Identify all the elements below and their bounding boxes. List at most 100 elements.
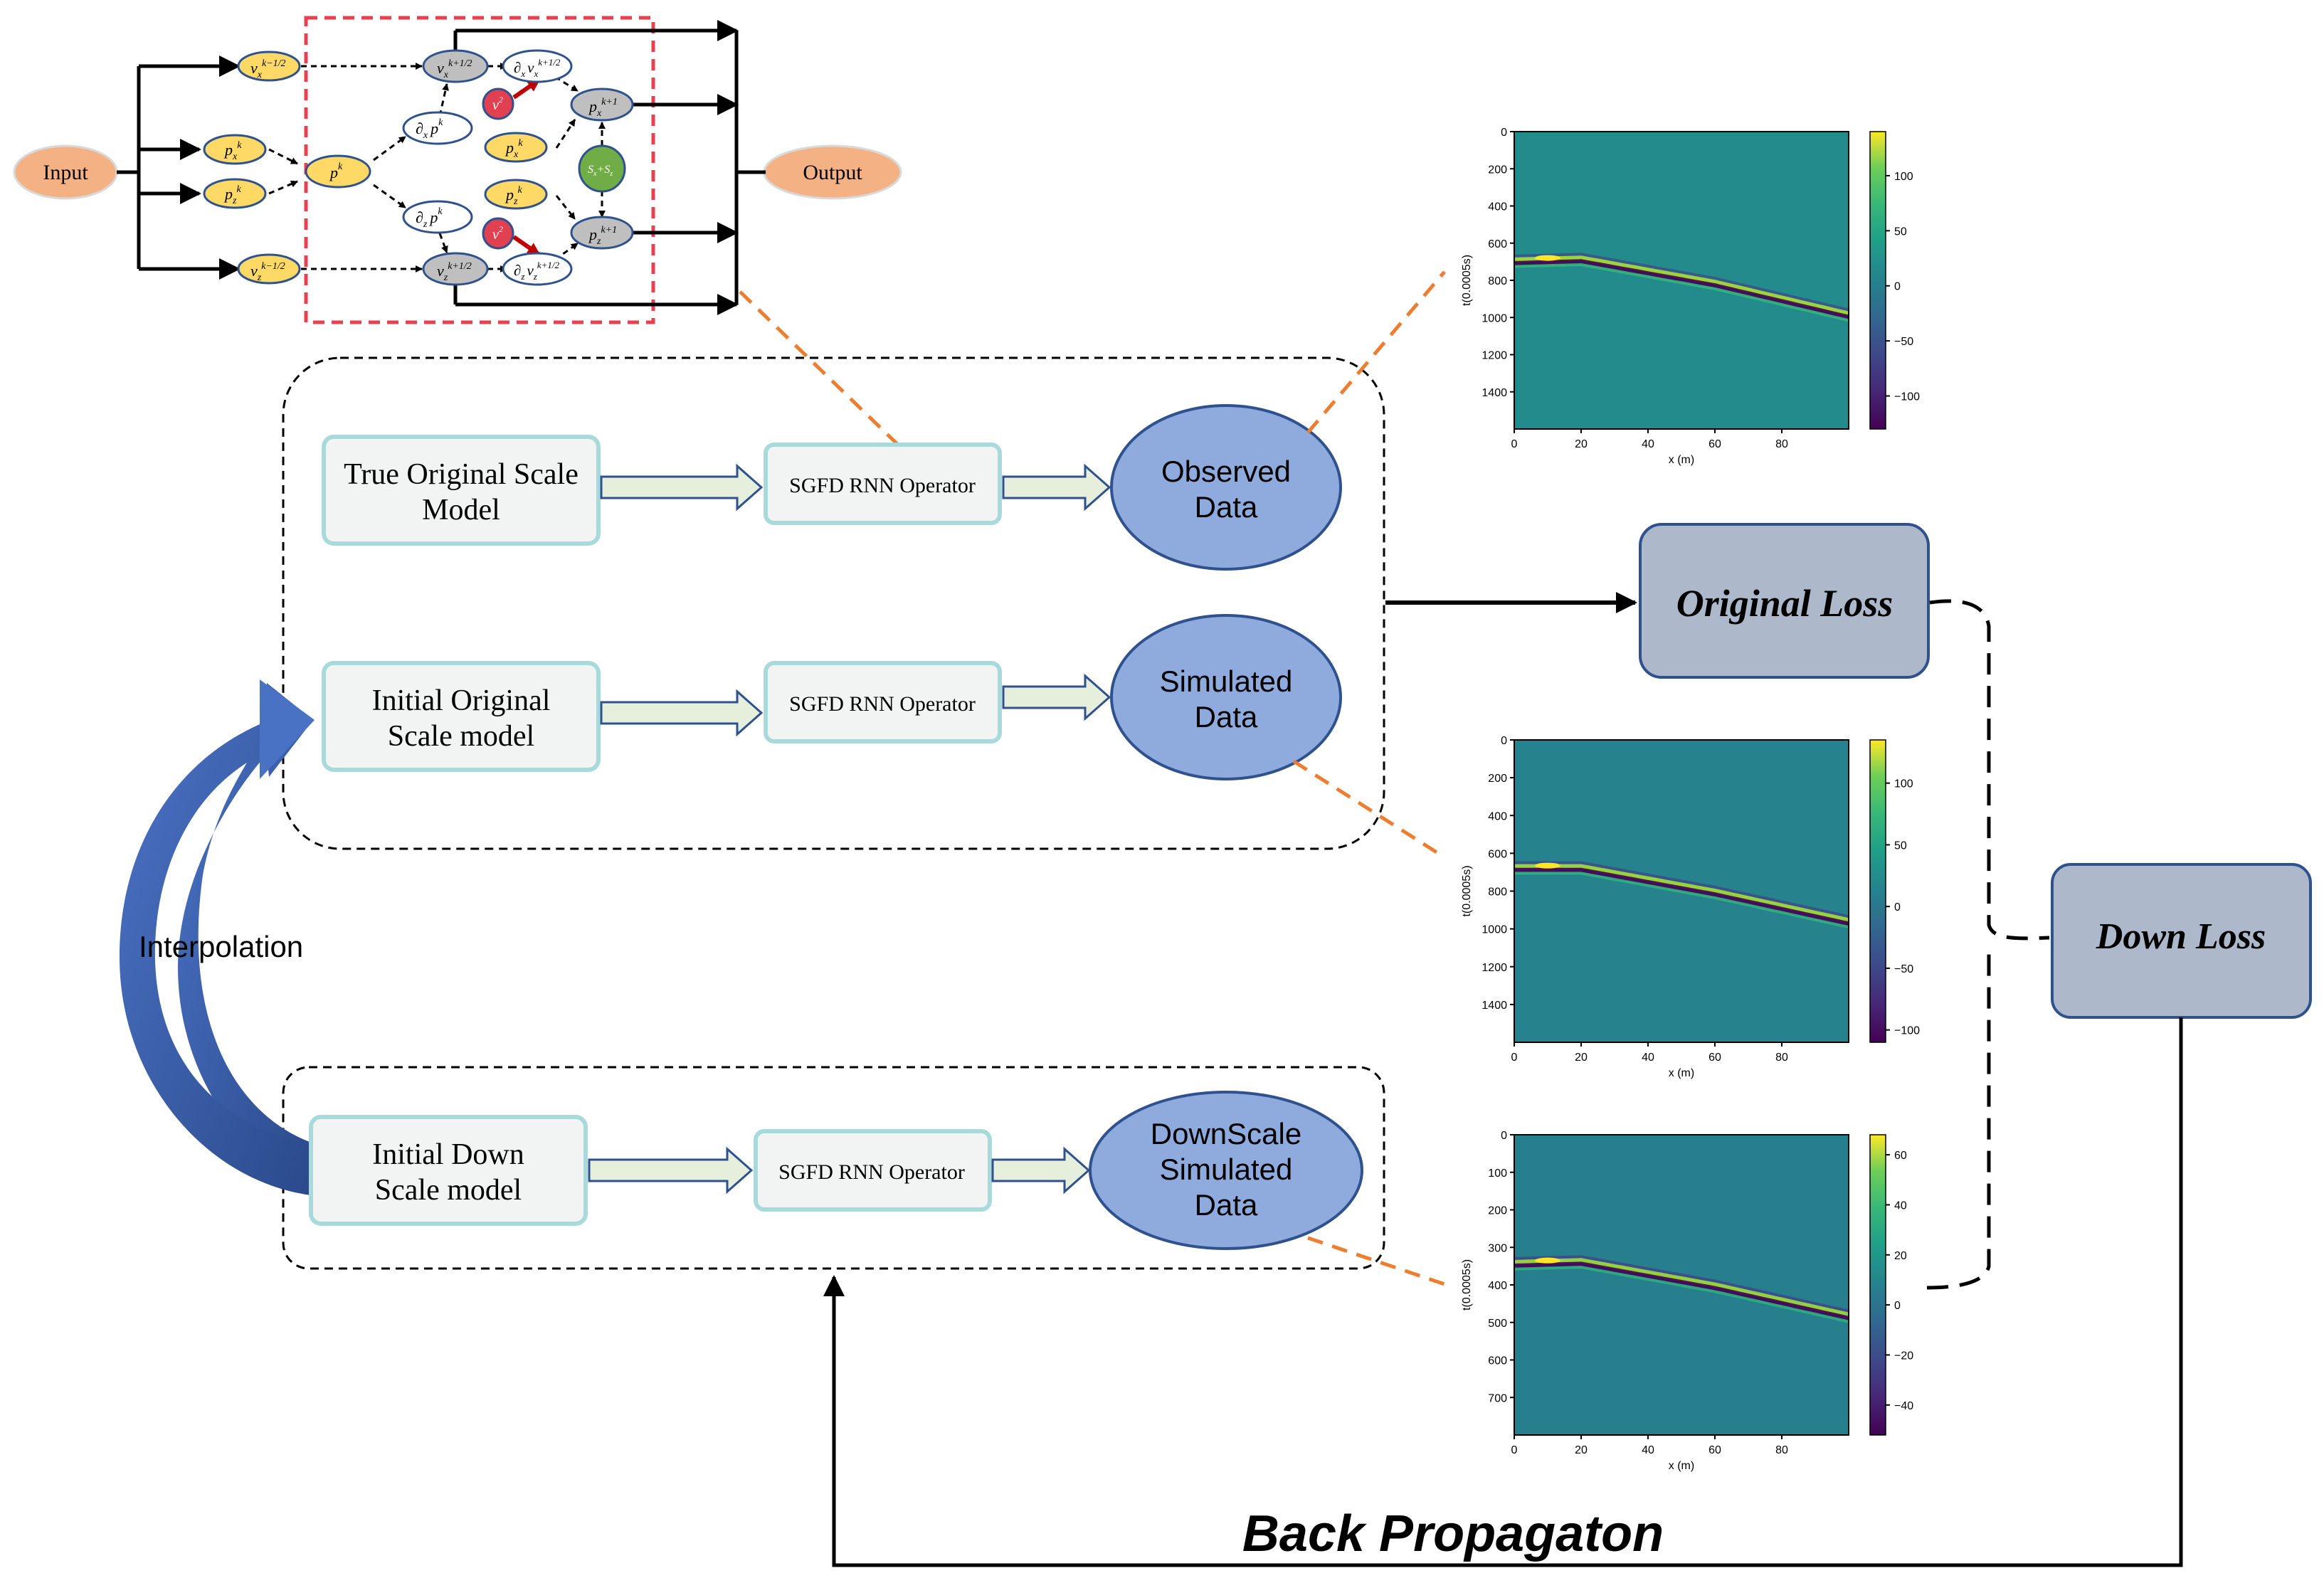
event-wavelet-layer-1 [1514,861,1849,919]
event-wavelet-layer-3 [1514,1261,1849,1321]
init-down-line2: Scale model [375,1174,522,1207]
colorbar-tick-label: 20 [1894,1250,1907,1262]
y-tick-label: 800 [1488,886,1507,899]
colorbar [1869,739,1886,1043]
svg-text:Sx+Sz: Sx+Sz [588,164,613,178]
operator-box-2 [764,661,1002,743]
svg-text:pxk+1: pxk+1 [588,97,618,119]
svg-text:pk: pk [329,161,343,181]
svg-text:vzk+1/2: vzk+1/2 [437,261,472,283]
svg-text:pxk: pxk [223,140,242,162]
svg-text:vxk+1/2: vxk+1/2 [437,58,472,80]
event-wavelet-layer-4 [1514,872,1849,929]
x-axis-label: x (m) [1669,454,1694,466]
node-velocity-bottom: v2 [482,217,514,250]
x-tick-label: 40 [1642,438,1654,450]
colorbar-tick-label: −50 [1894,336,1913,348]
simulated-data-ellipse [1110,614,1342,780]
x-tick-label: 40 [1642,1052,1654,1064]
colorbar [1869,131,1886,430]
svg-text:∂xpk: ∂xpk [416,117,443,141]
true-model-label-line1: True Original Scale [344,458,579,491]
event-wavelet-layer-2 [1514,864,1849,923]
init-original-box [322,661,601,772]
original-loss-label: Original Loss [1676,582,1893,625]
event-peak-apex [1535,1257,1560,1264]
node-source: Sx+Sz [578,144,626,193]
y-tick-label: 600 [1488,1355,1507,1367]
event-wavelet-layer-1 [1514,253,1849,312]
node-px-next: pxk+1 [570,88,634,122]
x-tick-label: 80 [1775,1444,1788,1456]
event-wavelet-layer-1 [1514,1255,1849,1313]
true-model-label-line2: Model [422,494,500,526]
x-tick-label: 0 [1511,1444,1518,1456]
y-tick-label: 1000 [1481,312,1507,324]
colorbar-tick-label: 0 [1894,1300,1901,1312]
init-down-box [309,1115,588,1226]
node-vz-next: vzk+1/2 [422,252,489,286]
node-px-k: pxk [203,134,267,165]
y-tick-label: 200 [1488,773,1507,785]
x-tick-label: 80 [1775,1052,1788,1064]
output-bus-arrows [453,20,766,315]
y-tick-label: 0 [1501,735,1507,747]
init-original-line2: Scale model [388,720,534,753]
colorbar [1869,1134,1886,1436]
x-axis-label: x (m) [1669,1460,1694,1472]
rnn-cell-diagram: Input Output [13,16,902,324]
x-tick-label: 20 [1575,1444,1588,1456]
y-axis-label: t(0.0005s) [1461,865,1473,916]
y-tick-label: 100 [1488,1167,1507,1180]
y-tick-label: 200 [1488,1205,1507,1217]
svg-text:pzk: pzk [505,185,522,207]
svg-text:vzk−1/2: vzk−1/2 [250,261,285,283]
interpolation-arrow-head [260,679,315,779]
x-tick-label: 40 [1642,1444,1654,1456]
node-pz-k-mid: pzk [484,179,548,210]
init-down-line1: Initial Down [372,1138,524,1171]
colorbar-tick-label: −50 [1894,963,1913,975]
colorbar-tick-label: 100 [1894,778,1913,790]
observed-data-ellipse [1110,404,1342,571]
y-axis-label: t(0.0005s) [1461,255,1473,306]
y-tick-label: 300 [1488,1242,1507,1254]
x-tick-label: 20 [1575,1052,1588,1064]
event-wavelet-layer-2 [1514,255,1849,317]
event-wavelet-layer-2 [1514,1258,1849,1318]
event-wavelet-layer-3 [1514,259,1849,320]
node-vz-prev: vzk−1/2 [237,253,301,285]
svg-text:∂zpk: ∂zpk [416,206,443,230]
y-tick-label: 400 [1488,1280,1507,1292]
y-tick-label: 1400 [1481,1000,1507,1012]
internal-dashed-arrows [268,63,606,272]
observed-data-line1: Observed [1161,455,1291,488]
y-tick-label: 1000 [1481,924,1507,936]
y-tick-label: 700 [1488,1392,1507,1404]
node-vx-next: vxk+1/2 [422,49,489,83]
svg-text:v2: v2 [492,224,503,243]
colorbar-tick-label: 0 [1894,281,1901,293]
x-tick-label: 80 [1775,438,1788,450]
y-tick-label: 600 [1488,848,1507,860]
downscale-data-line3: Data [1195,1188,1258,1222]
y-tick-label: 1200 [1481,350,1507,362]
event-peak-apex [1535,255,1560,261]
colorbar-tick-label: −100 [1894,1025,1920,1037]
downscale-data-line2: Simulated [1160,1153,1293,1186]
interpolation-arrow-body [119,722,311,1195]
down-loss-label: Down Loss [2096,916,2266,957]
y-tick-label: 0 [1501,1130,1507,1142]
y-tick-label: 500 [1488,1318,1507,1330]
y-axis-label: t(0.0005s) [1461,1259,1473,1310]
observed-data-line2: Data [1195,490,1258,524]
x-tick-label: 60 [1708,438,1721,450]
connector-simulated-to-plot2 [1292,759,1446,859]
